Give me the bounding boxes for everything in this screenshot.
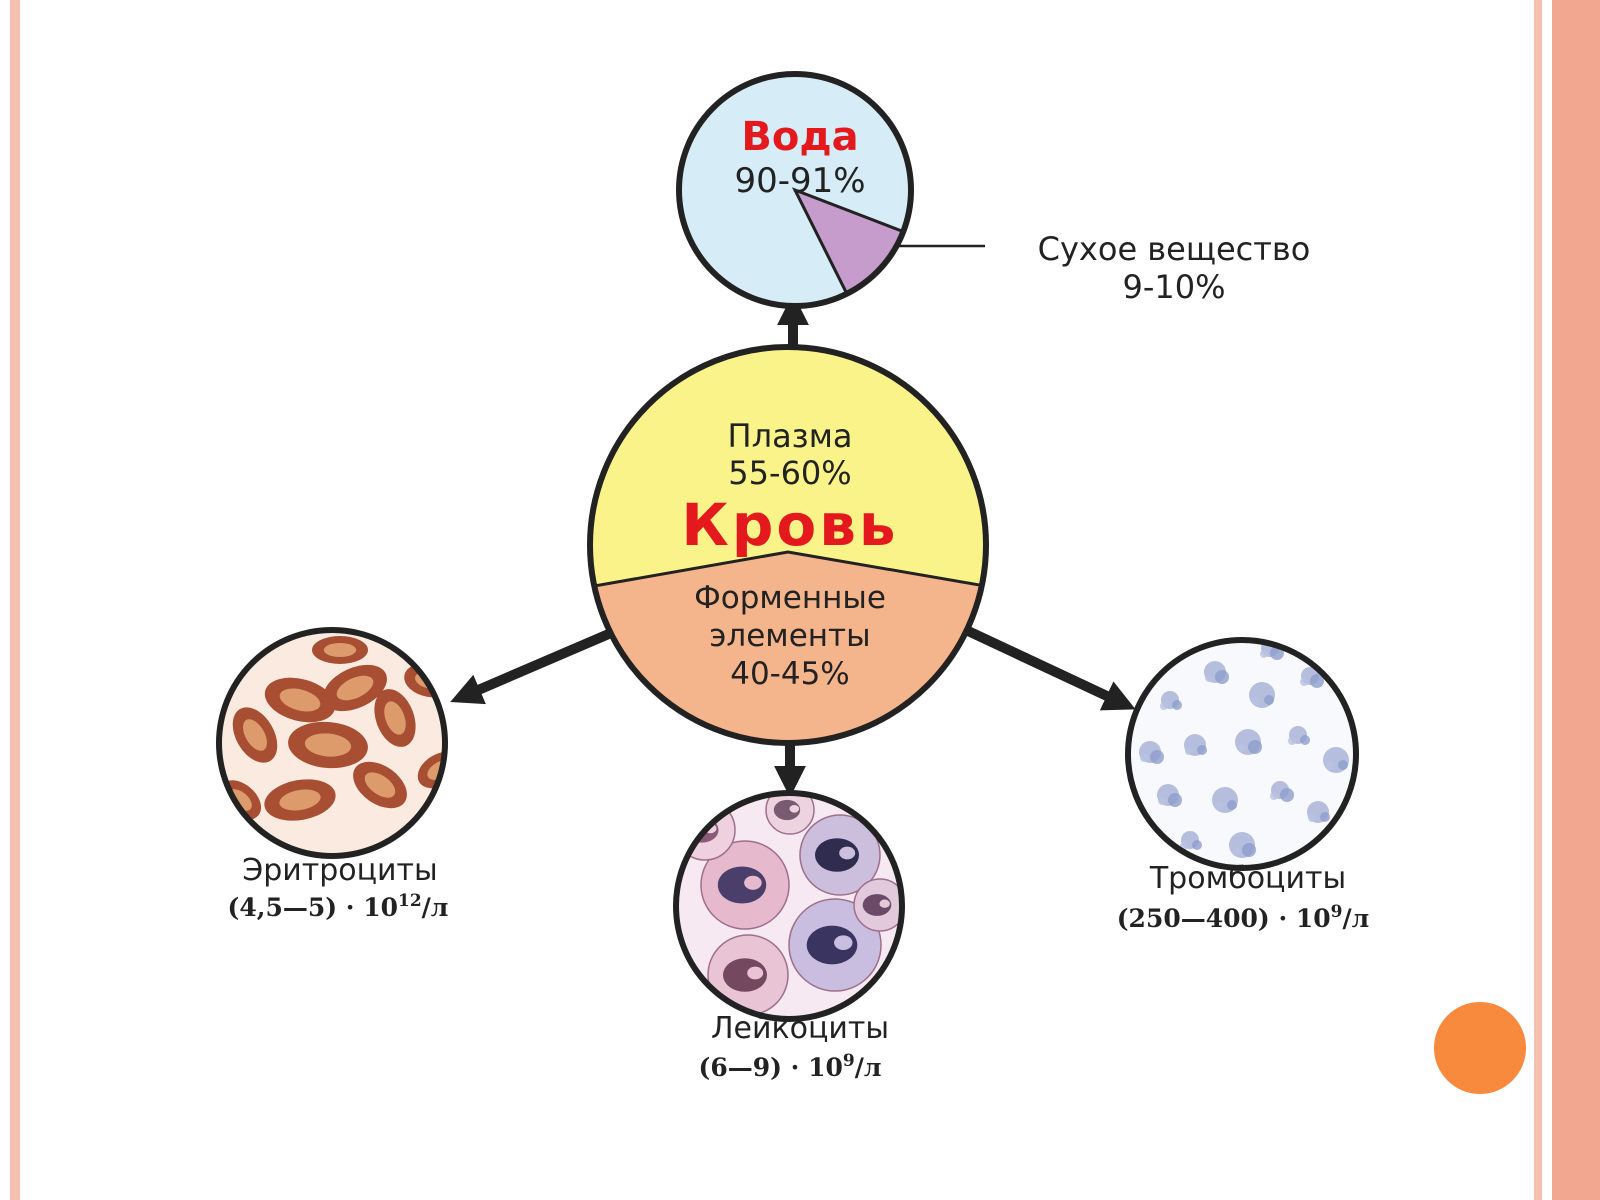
accent-dot [1434,1002,1526,1094]
red-blood-cell [264,677,336,723]
leukocytes-count: (6—9) · 109/л [699,1051,882,1082]
thrombocytes-name: Тромбоциты [1149,861,1346,896]
white-blood-cell [765,793,815,835]
white-blood-cell [788,898,882,992]
erythrocytes-circle [216,627,448,859]
platelet [1212,787,1238,813]
red-blood-cell [323,664,387,712]
water-circle [676,71,914,309]
white-blood-cell [707,934,789,1016]
red-blood-cell [264,779,336,821]
formed-label-1: Форменные [694,580,886,616]
white-blood-cell [799,814,881,896]
white-blood-cell [853,878,902,932]
red-blood-cell [288,721,368,769]
formed-value: 40-45% [730,656,850,692]
platelet [1184,734,1207,756]
platelet [1157,784,1182,807]
plasma-divider [590,550,986,594]
platelet [1160,691,1182,710]
erythrocytes-count: (4,5—5) · 1012/л [228,891,449,922]
frame-right-band [1552,0,1600,1200]
water-value: 90-91% [734,161,865,201]
blood-title: Кровь [681,491,898,559]
dry-matter-label: Сухое вещество [1038,230,1311,268]
erythrocytes-name: Эритроциты [242,853,437,888]
platelet [1300,667,1324,688]
arrow-to-plt [963,625,1136,711]
red-blood-cell [232,707,278,763]
platelet [1204,661,1229,684]
thrombocytes-count: (250—400) · 109/л [1117,902,1370,933]
blood-circle [587,344,989,746]
platelet [1249,682,1275,708]
platelets-icon [1139,640,1349,858]
platelet [1139,741,1164,764]
platelet [1270,781,1294,802]
formed-label-2: элементы [709,618,870,654]
leukocytes-name: Лейкоциты [711,1011,889,1046]
white-blood-cell [700,840,790,930]
platelet [1180,831,1202,850]
plasma-label: Плазма [728,417,853,455]
platelet [1229,832,1256,858]
platelet [1323,747,1349,773]
plasma-value: 55-60% [728,454,851,492]
thrombocytes-circle [1125,637,1359,871]
frame-right-line [1534,0,1542,1200]
red-blood-cell [374,689,416,747]
platelet [1235,729,1262,755]
frame-left-line [10,0,20,1200]
platelet [1307,801,1330,823]
arrow-to-rbc [450,625,620,705]
water-label: Вода [741,114,858,160]
dry-matter-value: 9-10% [1122,268,1225,306]
red-blood-cell [353,761,407,809]
red-blood-cell [312,636,368,664]
leukocytes-circle [673,790,905,1022]
platelet [1288,726,1310,745]
